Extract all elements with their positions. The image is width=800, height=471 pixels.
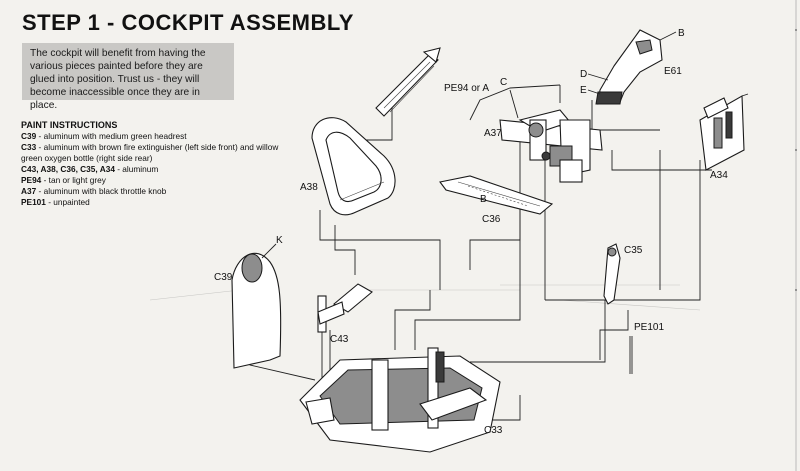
intro-text: The cockpit will benefit from having the…	[30, 48, 206, 111]
part-pe94: PE94 or A	[375, 47, 489, 117]
label-pe101: PE101	[634, 322, 664, 333]
paint-item-text: - aluminum with medium green headrest	[36, 131, 187, 141]
label-e: E	[580, 85, 587, 96]
label-c43: C43	[330, 334, 349, 345]
paint-item-text: - aluminum	[114, 164, 159, 174]
paint-instructions-heading: PAINT INSTRUCTIONS	[21, 120, 118, 130]
part-a34: A34	[699, 93, 749, 181]
label-c36: C36	[482, 214, 501, 225]
label-b: B	[678, 28, 685, 39]
step-title: STEP 1 - COCKPIT ASSEMBLY	[22, 10, 354, 35]
label-a34: A34	[710, 170, 728, 181]
label-e61: E61	[664, 66, 682, 77]
paint-item-text: - aluminum with brown fire extinguisher …	[21, 142, 279, 163]
intro-note: The cockpit will benefit from having the…	[22, 43, 234, 111]
paint-item-text: - tan or light grey	[41, 175, 106, 185]
label-c39: C39	[214, 272, 233, 283]
label-k: K	[276, 235, 283, 246]
label-c: C	[500, 77, 507, 88]
paint-item: C39 - aluminum with medium green headres…	[21, 131, 291, 142]
paint-item-text: - aluminum with black throttle knob	[36, 186, 167, 196]
label-d: D	[580, 69, 587, 80]
paint-item: PE101 - unpainted	[21, 197, 291, 208]
paint-item: A37 - aluminum with black throttle knob	[21, 186, 291, 197]
paint-item-code: C33	[21, 142, 37, 152]
paint-item-code: A37	[21, 186, 37, 196]
part-a38: A38	[300, 117, 396, 216]
part-e61: B E61 D E	[580, 28, 685, 105]
paint-item-code: PE94	[21, 175, 42, 185]
part-c35: C35	[603, 243, 643, 305]
label-c33: C33	[484, 425, 503, 436]
paint-item: PE94 - tan or light grey	[21, 175, 291, 186]
part-c39: K C39	[214, 235, 283, 369]
part-c36: B C36	[439, 175, 554, 225]
label-pe94: PE94 or A	[444, 83, 489, 94]
label-a37: A37	[484, 128, 502, 139]
paint-item: C33 - aluminum with brown fire extinguis…	[21, 142, 291, 164]
label-b-seat: B	[480, 194, 487, 205]
paint-item-code: C39	[21, 131, 37, 141]
paint-item: C43, A38, C36, C35, A34 - aluminum	[21, 164, 291, 175]
binding-edge-marks	[795, 0, 797, 471]
label-c35: C35	[624, 245, 643, 256]
paint-item-code: PE101	[21, 197, 46, 207]
paint-item-code: C43, A38, C36, C35, A34	[21, 164, 115, 174]
paint-item-text: - unpainted	[45, 197, 90, 207]
part-pe101: PE101	[629, 322, 664, 374]
paint-instructions: PAINT INSTRUCTIONS C39 - aluminum with m…	[21, 120, 291, 208]
label-a38: A38	[300, 182, 318, 193]
part-c43: C43	[317, 283, 373, 345]
part-a37: C A37	[484, 77, 603, 183]
part-c33: C33	[299, 347, 503, 453]
